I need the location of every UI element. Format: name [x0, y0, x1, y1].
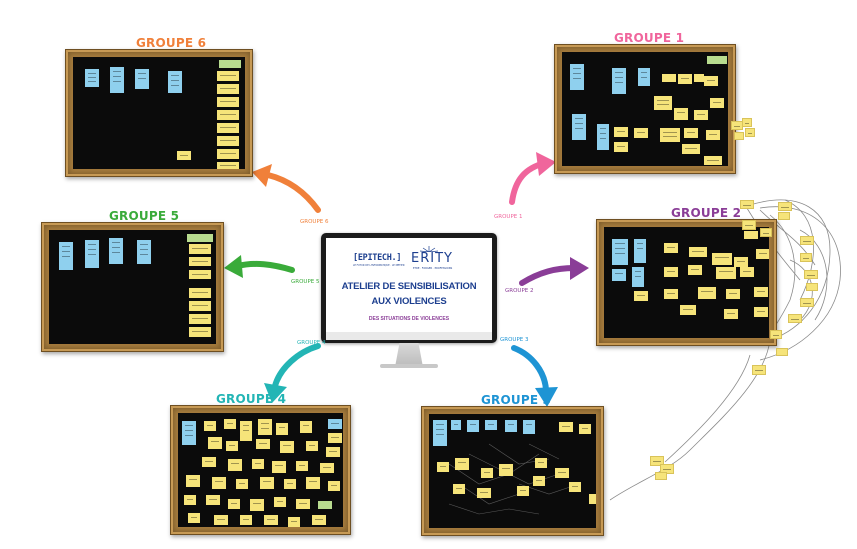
group-2-floating-note	[776, 348, 788, 356]
group-6-title: GROUPE 6	[136, 36, 207, 50]
group-3-links	[448, 443, 580, 515]
group-4-board[interactable]	[170, 405, 351, 535]
monitor-stand	[395, 343, 423, 365]
group-3-floating-note	[655, 472, 667, 480]
group-3-board[interactable]	[421, 406, 604, 536]
group-2-floating-note	[742, 220, 756, 230]
group-2-floating-note	[788, 314, 802, 323]
group-2-floating-note	[800, 253, 812, 262]
arrow-group-6	[252, 164, 321, 213]
epitech-logo-text: [EPITECH.]	[353, 253, 402, 263]
workshop-subtitle: DES SITUATIONS DE VIOLENCES	[368, 316, 450, 322]
workshop-title-line-1: ATELIER DE SENSIBILISATION	[341, 281, 477, 292]
group-2-floating-note	[806, 283, 818, 291]
group-4-title: GROUPE 4	[216, 392, 287, 406]
group-1-floating-note	[734, 132, 744, 140]
arrow-label-group-1: GROUPE 1	[494, 214, 523, 220]
group-1-title: GROUPE 1	[614, 31, 685, 45]
arrow-group-4	[264, 343, 321, 403]
group-3-title: GROUPE 3	[481, 393, 552, 407]
group-1-floating-note	[745, 128, 755, 137]
arrow-group-2	[519, 257, 589, 286]
arrow-label-group-6: GROUPE 6	[300, 219, 329, 225]
group-2-board[interactable]	[596, 219, 777, 346]
group-2-floating-note	[800, 298, 814, 307]
erity-tagline: ETRE · FORGER · PROFESSIONS	[413, 267, 453, 270]
arrow-label-group-2: GROUPE 2	[505, 288, 534, 294]
group-2-floating-note	[778, 212, 790, 220]
erity-logo-text: ERITY	[411, 251, 453, 266]
group-2-floating-note	[740, 200, 754, 209]
epitech-tagline: LE FUTUR DE L'INFORMATIQUE · LE METIER D…	[353, 264, 405, 267]
group-2-floating-note	[804, 270, 818, 279]
arrow-label-group-3: GROUPE 3	[500, 337, 529, 343]
group-1-board[interactable]	[554, 44, 736, 174]
group-6-board[interactable]	[65, 49, 253, 177]
workshop-title-line-2: AUX VIOLENCES	[371, 296, 447, 307]
monitor-screen: [EPITECH.] LE FUTUR DE L'INFORMATIQUE · …	[326, 238, 492, 332]
group-3-floating-note	[660, 464, 674, 474]
group-3-floating-note	[650, 456, 664, 466]
group-5-title: GROUPE 5	[109, 209, 180, 223]
monitor-base	[380, 364, 438, 368]
arrow-group-3	[511, 345, 558, 407]
group-2-floating-note	[752, 365, 766, 375]
epitech-logo: [EPITECH.] LE FUTUR DE L'INFORMATIQUE · …	[353, 253, 405, 268]
sun-rays-icon	[419, 246, 439, 252]
group-2-floating-note	[800, 236, 814, 245]
arrow-group-5	[224, 255, 295, 278]
monitor-chin	[326, 332, 492, 340]
center-monitor: [EPITECH.] LE FUTUR DE L'INFORMATIQUE · …	[321, 233, 497, 343]
group-2-title: GROUPE 2	[671, 206, 742, 220]
group-2-floating-note	[770, 330, 782, 339]
arrow-group-1	[509, 152, 556, 205]
group-2-floating-note	[778, 202, 792, 211]
group-5-board[interactable]	[41, 222, 224, 352]
group-2-floating-note	[760, 228, 772, 237]
arrow-label-group-4: GROUPE 4	[297, 340, 326, 346]
group-1-floating-note	[742, 118, 752, 127]
arrow-label-group-5: GROUPE 5	[291, 279, 320, 285]
